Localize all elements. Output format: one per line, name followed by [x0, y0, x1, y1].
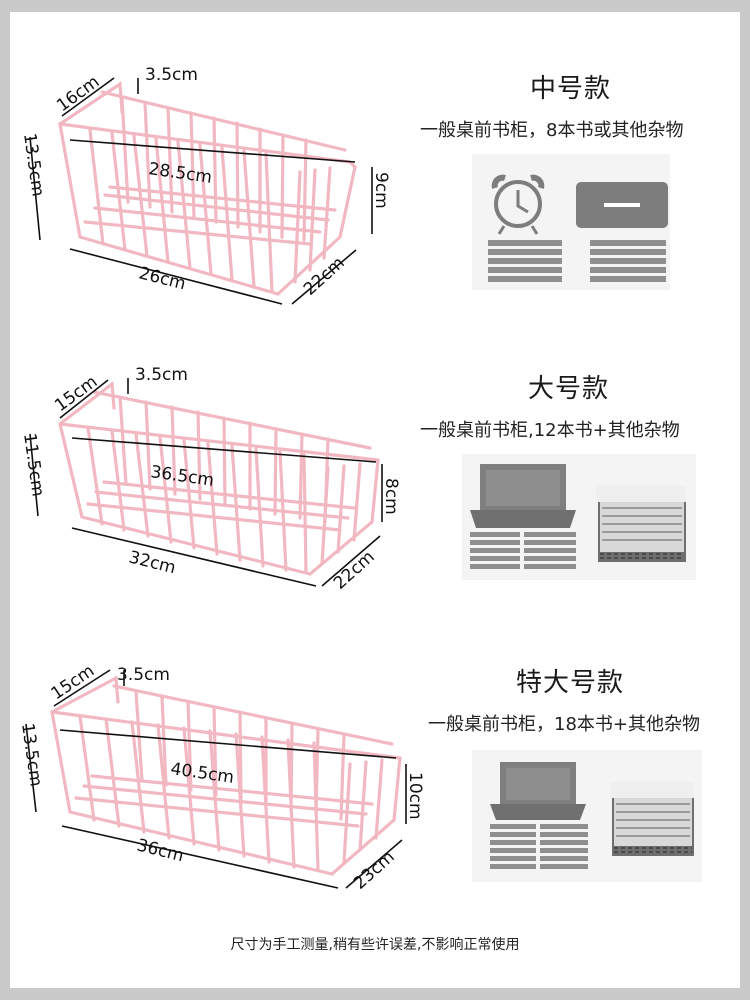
laptop-icon [470, 464, 576, 528]
alarm-clock-icon [491, 174, 545, 235]
tissue-box-icon [576, 182, 668, 228]
dim-length: 36cm [135, 835, 186, 866]
dim-height: 11.5cm [19, 432, 48, 498]
section-title: 大号款 [528, 374, 610, 404]
dim-height: 13.5cm [17, 722, 46, 788]
dim-hook-gap: 3.5cm [117, 665, 170, 685]
section-medium: 16cm 3.5cm 13.5cm 28.5cm 9cm 26cm 22cm 中… [10, 12, 740, 312]
capacity-illustration [472, 154, 670, 290]
book-stack-icon [470, 532, 576, 569]
dim-inner-length: 28.5cm [147, 159, 213, 188]
book-stack-icon [590, 240, 666, 282]
dim-hook-depth: 16cm [53, 72, 103, 116]
basket-extra-large-diagram: 15cm 3.5cm 13.5cm 40.5cm 10cm 36cm 23cm [17, 661, 425, 894]
section-description: 一般桌前书柜，18本书+其他杂物 [428, 714, 700, 735]
dim-hook-gap: 3.5cm [145, 65, 198, 85]
dim-height: 13.5cm [19, 132, 48, 198]
capacity-illustration [472, 750, 702, 882]
basket-large-diagram: 15cm 3.5cm 11.5cm 36.5cm 8cm 32cm 22cm [19, 365, 400, 594]
section-title: 特大号款 [516, 668, 625, 698]
footer-note: 尺寸为手工测量,稍有些许误差,不影响正常使用 [230, 937, 520, 953]
section-large: 15cm 3.5cm 11.5cm 36.5cm 8cm 32cm 22cm 大… [10, 312, 740, 612]
dim-hook-depth: 15cm [48, 661, 99, 704]
section-description: 一般桌前书柜,12本书+其他杂物 [420, 420, 680, 441]
capacity-illustration [462, 454, 696, 580]
dim-hook-depth: 15cm [51, 372, 101, 416]
book-stack-icon [490, 824, 588, 869]
dim-inner-height: 9cm [371, 172, 390, 209]
folded-clothes-icon [596, 486, 686, 562]
section-description: 一般桌前书柜，8本书或其他杂物 [420, 120, 684, 141]
folded-clothes-icon [610, 782, 694, 856]
dim-length: 26cm [137, 263, 188, 294]
section-title: 中号款 [530, 74, 612, 104]
laptop-icon [490, 762, 586, 820]
dim-inner-height: 8cm [381, 478, 400, 515]
dim-hook-gap: 3.5cm [135, 365, 188, 385]
dim-width: 22cm [330, 547, 379, 594]
page-frame: 16cm 3.5cm 13.5cm 28.5cm 9cm 26cm 22cm 中… [10, 12, 740, 988]
dim-inner-height: 10cm [405, 772, 425, 820]
dim-width: 22cm [300, 253, 349, 300]
book-stack-icon [488, 240, 562, 282]
basket-medium-diagram: 16cm 3.5cm 13.5cm 28.5cm 9cm 26cm 22cm [19, 65, 390, 305]
section-extra-large: 15cm 3.5cm 13.5cm 40.5cm 10cm 36cm 23cm … [10, 612, 740, 912]
